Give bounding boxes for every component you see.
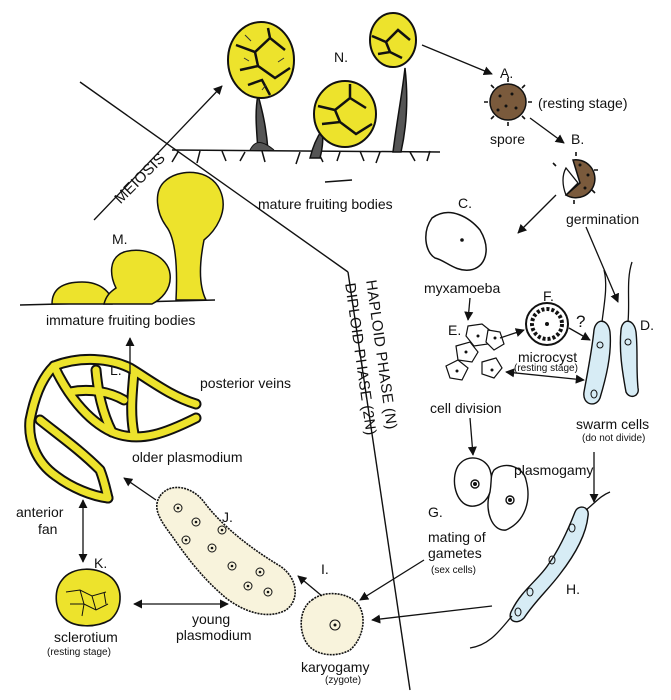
swarm-cells-label: swarm cells — [576, 416, 650, 432]
spore-label: spore — [490, 131, 526, 147]
sclerotium-k — [55, 568, 121, 627]
meiosis-divider-line — [79, 81, 349, 273]
resting-stage-label-k: (resting stage) — [47, 647, 111, 658]
anterior-label: anterior — [16, 504, 64, 520]
mature-fruiting-body-1 — [227, 21, 295, 151]
sex-cells-label: (sex cells) — [431, 565, 477, 576]
cell-division-label: cell division — [430, 400, 502, 416]
do-not-divide-label: (do not divide) — [582, 433, 646, 444]
stage-letter-c: C. — [458, 195, 472, 211]
arrow-g-to-i — [359, 559, 425, 601]
plasmogamy-label: plasmogamy — [514, 462, 594, 478]
myxamoeba-label: myxamoeba — [424, 280, 501, 296]
swarm-cell-d1 — [583, 269, 612, 405]
older-plasmodium-l — [24, 353, 202, 504]
arrow-i-to-j — [297, 575, 323, 597]
karyogamy-label: karyogamy — [301, 659, 370, 675]
arrow-c-to-e — [464, 297, 474, 321]
mature-fruiting-bodies-ground — [171, 149, 441, 183]
stage-letter-e: E. — [448, 322, 462, 338]
microcyst-label: microcyst — [518, 349, 578, 365]
stage-letter-b: B. — [571, 131, 585, 147]
stage-letter-a: A. — [500, 65, 514, 81]
mature-fruiting-body-3 — [369, 12, 417, 153]
zygote-i — [300, 592, 364, 656]
arrow-e-d-exchange — [505, 368, 585, 384]
mature-fruiting-bodies-label: mature fruiting bodies — [258, 196, 393, 212]
fan-label: fan — [38, 521, 58, 537]
resting-stage-label-a: (resting stage) — [538, 95, 628, 111]
arrow-a-to-b — [529, 117, 565, 144]
swarm-cell-d2 — [619, 261, 639, 398]
dividing-cells-e — [445, 323, 505, 381]
young-plasmodium-j — [156, 486, 296, 616]
young-label: young — [192, 611, 231, 627]
plasmogamy-cells-h — [469, 491, 611, 649]
stage-letter-l: L. — [110, 362, 122, 378]
older-plasmodium-label: older plasmodium — [132, 449, 243, 465]
immature-fruiting-bodies-label: immature fruiting bodies — [46, 312, 196, 328]
gametes-g — [453, 457, 529, 531]
stage-letter-f: F. — [543, 288, 554, 304]
mating-of-label: mating of — [428, 529, 486, 545]
gametes-label: gametes — [428, 545, 482, 561]
resting-stage-label-f: (resting stage) — [514, 363, 578, 374]
spore-a — [484, 78, 532, 126]
stage-letter-d: D. — [640, 317, 654, 333]
arrow-germination-to-myxamoeba — [517, 194, 557, 234]
arrow-h-to-i — [371, 605, 493, 624]
stage-letter-k: K. — [94, 555, 108, 571]
germination-label: germination — [566, 211, 640, 227]
arrow-j-to-l — [123, 477, 157, 501]
immature-fruiting-bodies-m — [19, 171, 224, 306]
arrow-meiosis-to-mature — [93, 85, 223, 221]
ploidy-divider-line — [347, 271, 411, 691]
zygote-label: (zygote) — [325, 675, 362, 686]
stage-letter-m: M. — [112, 231, 128, 247]
stage-letter-i: I. — [321, 561, 329, 577]
sclerotium-label: sclerotium — [54, 629, 118, 645]
stage-letter-h: H. — [566, 581, 580, 597]
mature-fruiting-body-2 — [309, 80, 377, 159]
arrow-e-to-f — [499, 328, 525, 339]
question-mark: ? — [576, 312, 586, 331]
microcyst-f — [525, 302, 569, 346]
myxamoeba-c — [425, 211, 487, 271]
arrow-germination-to-swarm-cells — [585, 226, 619, 303]
arrow-n-to-a — [421, 44, 493, 76]
germinating-spore-b — [552, 152, 598, 204]
posterior-veins-label: posterior veins — [200, 375, 292, 391]
stage-letter-j: J. — [222, 509, 233, 525]
arrow-e-to-g — [467, 417, 477, 456]
stage-letter-n: N. — [334, 49, 348, 65]
plasmodium-label: plasmodium — [176, 627, 252, 643]
stage-letter-g: G. — [428, 504, 443, 520]
arrow-f-to-d — [568, 327, 591, 341]
